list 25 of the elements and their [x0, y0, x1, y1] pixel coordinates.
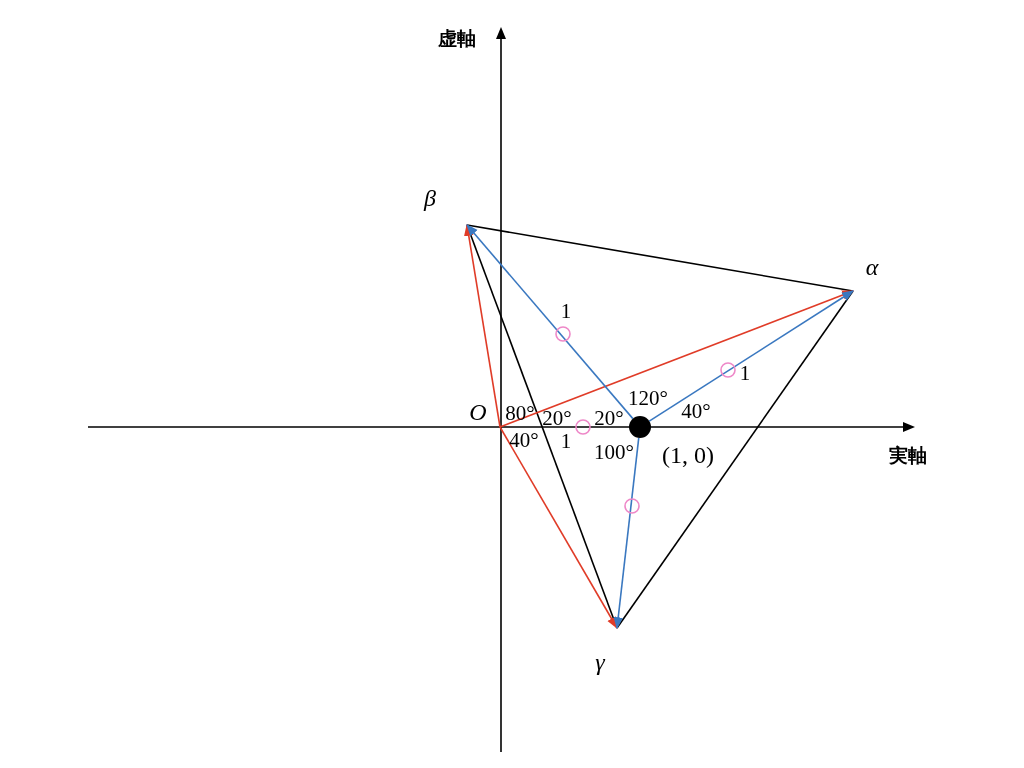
vector-arrow — [613, 437, 640, 630]
angle-label: 20° — [594, 407, 624, 429]
angle-label: 20° — [542, 407, 572, 429]
point-label: O — [469, 400, 487, 424]
vector-arrow — [499, 426, 618, 630]
axis-label: 虚軸 — [438, 28, 476, 48]
length-label: 1 — [560, 430, 572, 452]
angle-label: 100° — [594, 441, 634, 463]
angle-label: 40° — [509, 429, 539, 451]
point-label: β — [424, 186, 436, 210]
point-label: α — [865, 255, 879, 279]
vector-arrow — [464, 223, 501, 428]
point-label: γ — [595, 650, 605, 674]
axis-label: 実軸 — [889, 445, 927, 465]
length-label: 1 — [739, 362, 751, 384]
vector-arrow — [648, 290, 854, 422]
triangle-side — [616, 290, 854, 629]
point-dot — [629, 416, 651, 438]
triangle-side — [466, 224, 854, 292]
coordinate-label: (1, 0) — [662, 443, 714, 467]
angle-label: 120° — [628, 387, 668, 409]
angle-label: 80° — [505, 402, 535, 424]
length-label: 1 — [560, 300, 572, 322]
angle-label: 40° — [681, 400, 711, 422]
vector-arrow — [466, 224, 634, 420]
